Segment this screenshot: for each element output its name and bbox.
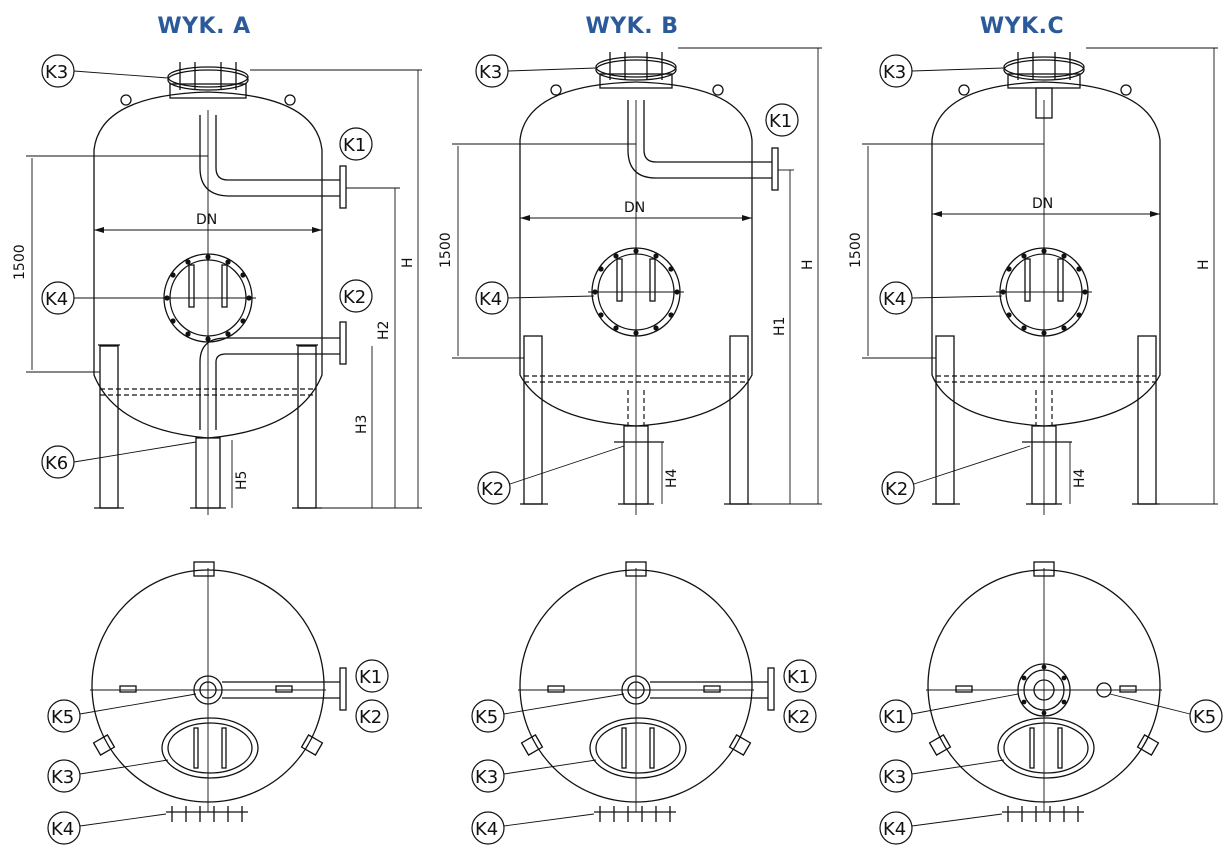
support-legs [520,335,752,505]
top-callout-k2: K2 [355,699,389,733]
top-callout-k1: K1 [783,659,817,693]
svg-text:K3: K3 [475,767,498,788]
svg-text:K3: K3 [883,767,906,788]
inlet-pipe-k1 [199,115,347,209]
dim-h2: H2 [376,321,392,340]
dim-h: H [800,259,816,270]
svg-text:K4: K4 [45,289,68,310]
svg-text:K1: K1 [359,667,382,688]
svg-text:K3: K3 [479,62,502,83]
top-callout-k4: K4 [471,811,595,845]
svg-text:K3: K3 [45,62,68,83]
callout-k1: K1 [765,103,799,137]
svg-text:K2: K2 [885,479,908,500]
top-callout-k3: K3 [471,759,597,793]
top-callout-k3: K3 [879,759,1005,793]
variant-c-drawing: DN 1500 H H4 K3 K4 K2 [848,47,1223,845]
dn-label: DN [624,200,645,216]
top-callout-k4: K4 [879,811,1003,845]
variant-title: WYK.C [979,14,1065,39]
dim-h: H [1196,259,1212,270]
callout-k1: K1 [339,127,373,161]
svg-text:K2: K2 [787,707,810,728]
svg-text:K3: K3 [883,62,906,83]
top-callout-k5: K5 [471,693,625,733]
dn-label: DN [1032,196,1053,212]
variant-a: WYK. A [0,0,422,850]
svg-text:K5: K5 [51,707,74,728]
top-view [90,561,347,822]
callout-k6: K6 [41,441,197,479]
svg-text:K1: K1 [787,667,810,688]
top-view [926,561,1162,822]
dim-h: H [400,257,416,268]
callout-k4: K4 [41,281,166,315]
dim-1500: 1500 [12,244,28,280]
top-callout-k2: K2 [783,699,817,733]
dim-h1: H1 [772,317,788,336]
callout-k2: K2 [881,445,1031,505]
svg-text:K2: K2 [359,707,382,728]
variant-b: WYK. B DN [428,0,836,850]
callout-k3: K3 [879,54,1005,88]
dim-1500: 1500 [848,232,864,268]
dn-label: DN [196,212,217,228]
variant-title: WYK. B [585,14,679,39]
top-callout-k4: K4 [47,811,167,845]
dim-h4: H4 [664,468,680,488]
svg-text:K4: K4 [51,819,74,840]
top-callout-k5: K5 [1109,693,1223,733]
dim-h3: H3 [354,415,370,434]
svg-text:K4: K4 [883,819,906,840]
svg-text:K6: K6 [45,453,68,474]
inlet-pipe-k1 [627,100,779,191]
callout-k3: K3 [475,54,597,88]
side-manhole-k4 [996,247,1092,337]
svg-text:K1: K1 [343,135,366,156]
top-callout-k3: K3 [47,759,169,793]
variant-b-drawing: DN 1500 H H1 H4 K3 K1 [438,47,822,845]
vessel-shell [519,81,753,427]
side-manhole-k4 [588,247,684,337]
svg-text:K1: K1 [883,707,906,728]
top-manhole-flange [167,62,249,99]
svg-text:K4: K4 [475,819,498,840]
dim-1500: 1500 [438,232,454,268]
variant-a-drawing: DN 1500 H H2 H3 H5 K3 [12,54,422,845]
svg-text:K2: K2 [343,287,366,308]
svg-text:K5: K5 [475,707,498,728]
svg-text:K3: K3 [51,767,74,788]
dim-h5: H5 [234,471,250,490]
vessel-shell [93,91,323,439]
side-manhole-k4 [160,253,256,343]
top-callout-k1: K1 [879,693,1019,733]
callout-k3: K3 [41,54,169,88]
svg-text:K1: K1 [769,111,792,132]
vessel-shell [931,81,1161,427]
top-view [518,561,775,822]
support-legs [932,335,1160,505]
svg-text:K4: K4 [479,289,502,310]
variant-title: WYK. A [157,14,251,39]
top-manhole-flange [1003,52,1085,119]
top-callout-k5: K5 [47,693,197,733]
top-callout-k1: K1 [355,659,389,693]
top-manhole-flange [595,52,677,89]
svg-text:K5: K5 [1193,707,1216,728]
callout-k2: K2 [339,279,373,313]
outlet-pipe-k2 [199,321,347,430]
callout-k2: K2 [477,445,625,505]
dim-h4: H4 [1072,468,1088,488]
variant-c: WYK.C DN [818,0,1226,850]
support-legs [94,344,322,509]
callout-k4: K4 [475,281,595,315]
callout-k4: K4 [879,281,1003,315]
svg-text:K4: K4 [883,289,906,310]
svg-text:K2: K2 [481,479,504,500]
